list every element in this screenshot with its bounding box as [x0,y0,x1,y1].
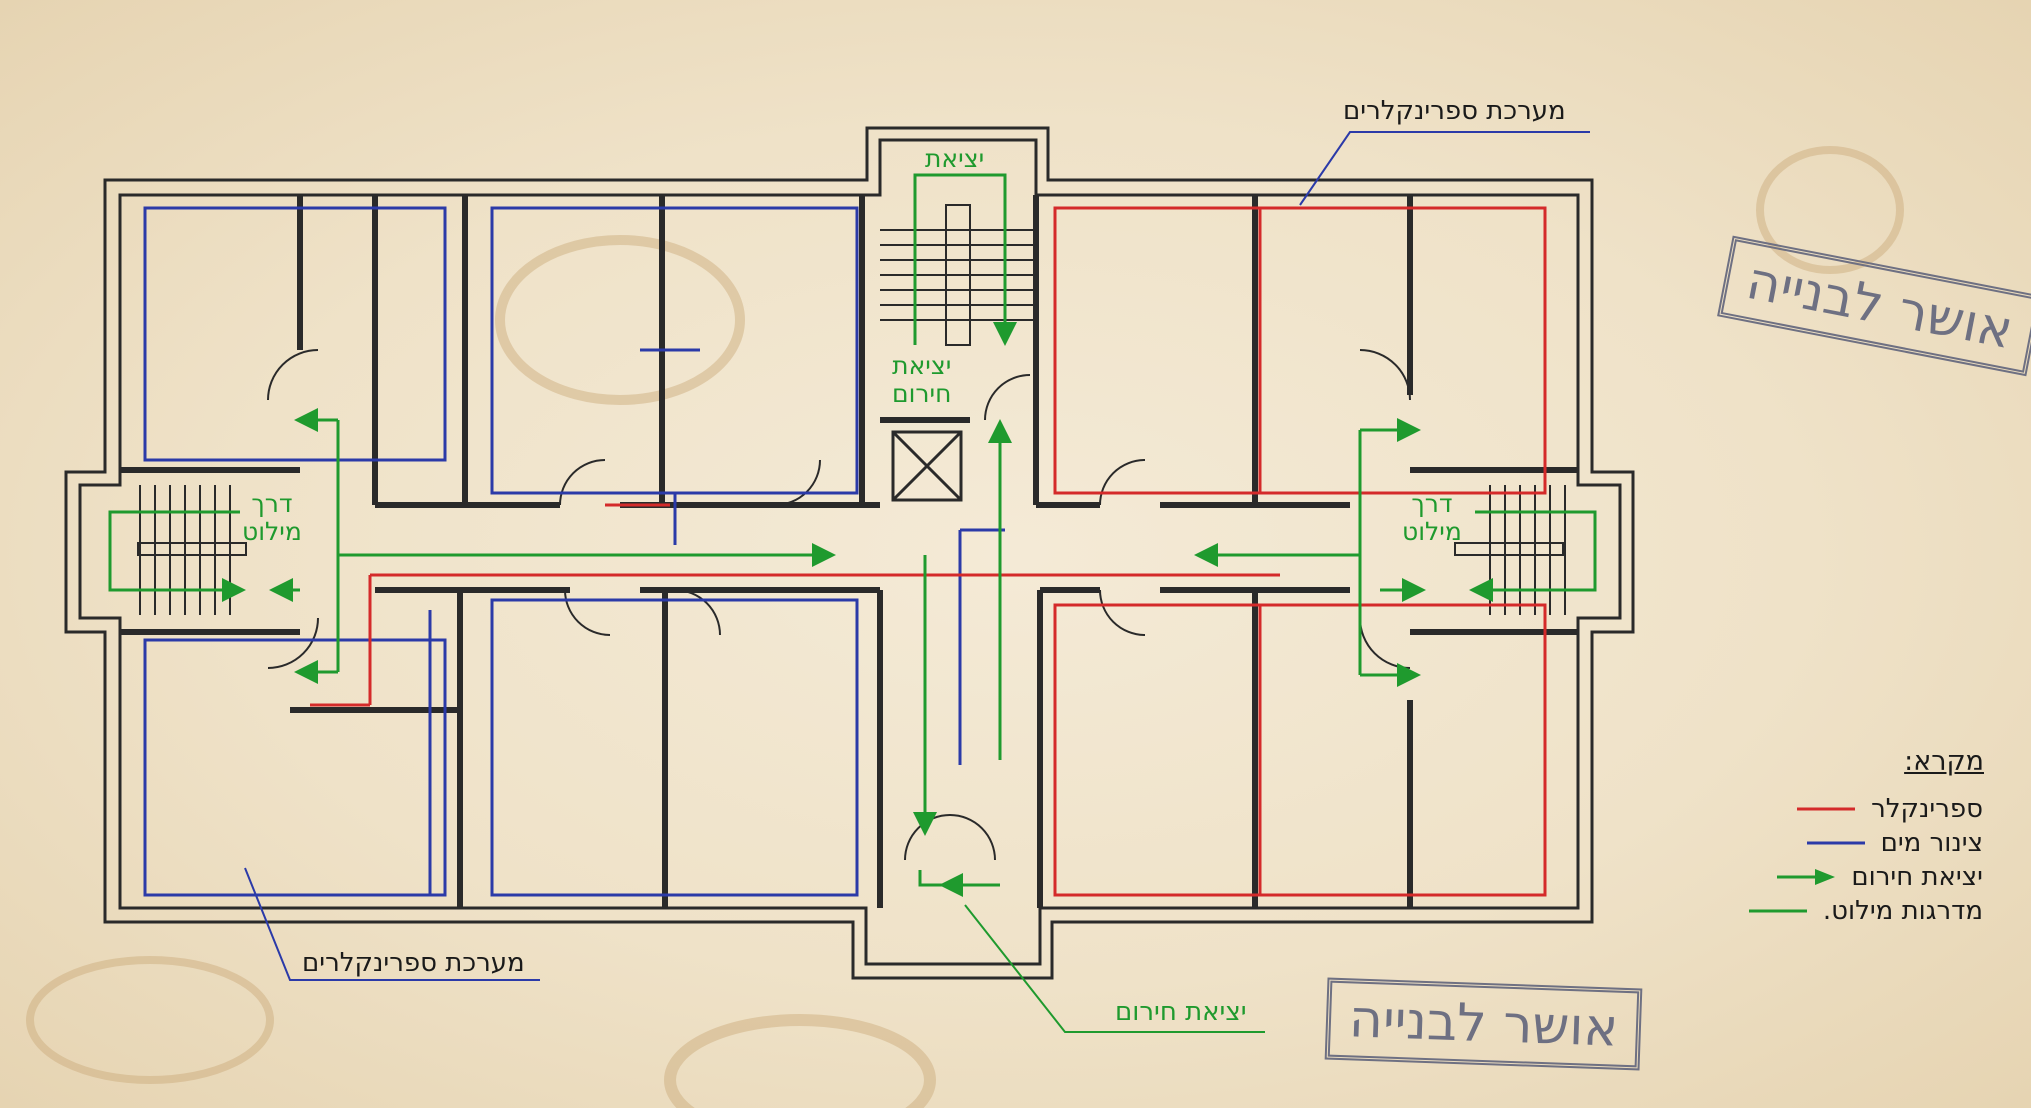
stairs-left [137,485,247,615]
legend-label-escape-stairs: מדרגות מילוט. [1822,896,1983,926]
room-walls [120,195,1578,908]
legend-title: מקרא: [1904,746,1984,777]
legend-label-sprinkler: ספרינקלר [1871,794,1983,824]
callout-line-exit [964,904,1265,1033]
water-pipes [143,206,1005,897]
elevator [891,430,963,502]
stairs-top [880,204,1036,346]
legend-item-escape-stairs: מדרגות מילוט. [1747,896,1983,926]
legend-item-water-pipe: צינור מים [1805,828,1983,858]
legend-item-sprinkler: ספרינקלר [1795,794,1983,824]
bottom-exit-label: יציאת חירום [1115,997,1247,1027]
escape-routes [108,173,1597,897]
escape-route-right-label: דרך מילוט [1402,489,1462,546]
legend-swatch-emergency-exit-arrow [1777,869,1836,885]
stairs [137,204,1566,615]
callout-lines [244,131,1590,981]
sprinkler-system-label-bottom: מערכת ספרינקלרים [302,948,525,978]
legend-label-emergency-exit: יציאת חירום [1851,862,1983,892]
approval-stamp: אושר לבנייה [1324,977,1643,1071]
sprinkler-system-label-top: מערכת ספרינקלרים [1343,96,1566,126]
legend-swatch-sprinkler [1797,807,1856,811]
top-exit-label: יציאת [925,144,985,173]
stair-exit-label: יציאת חירום [892,351,952,408]
sprinkler-pipes [310,206,1547,897]
legend-item-emergency-exit: יציאת חירום [1775,862,1983,892]
legend-swatch-water-pipe [1806,841,1865,845]
legend-swatch-escape-stairs [1748,909,1807,913]
escape-route-left-label: דרך מילוט [242,489,302,546]
building-walls [64,126,1635,980]
paper-stains [26,146,1904,1108]
legend-label-water-pipe: צינור מים [1880,828,1983,858]
stairs-right [1454,485,1566,615]
